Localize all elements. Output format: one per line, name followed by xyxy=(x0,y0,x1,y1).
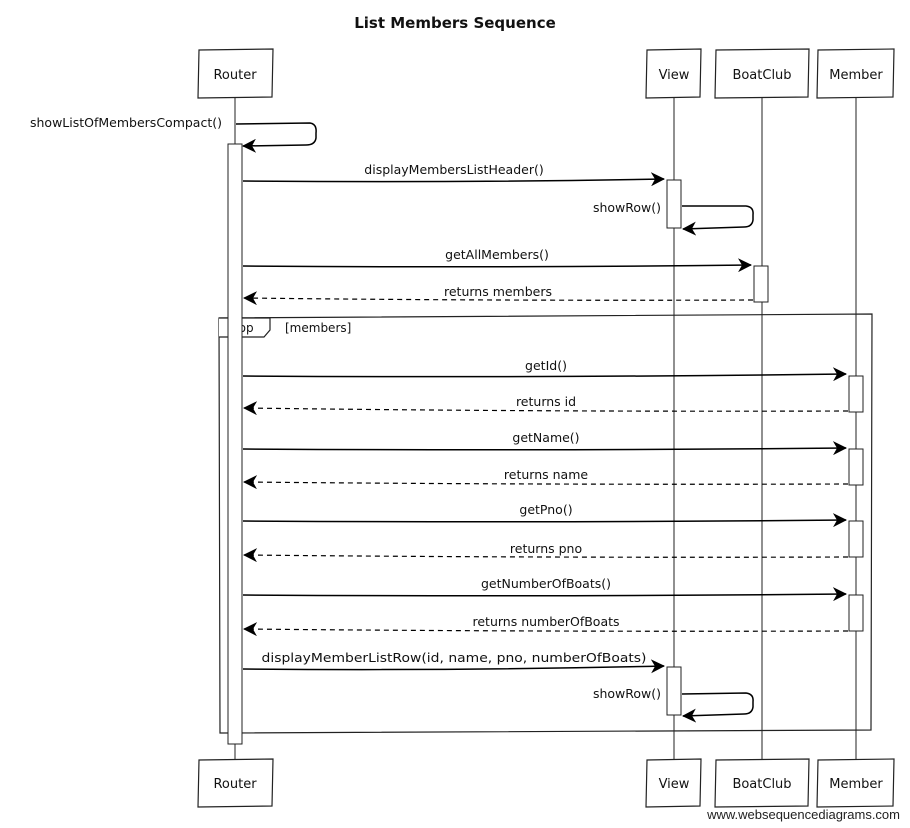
message-label: displayMemberListRow(id, name, pno, numb… xyxy=(262,650,647,665)
message-get-number-of-boats: getNumberOfBoats() xyxy=(242,576,847,602)
participant-view-bottom: View xyxy=(645,758,702,808)
watermark-link[interactable]: www.websequencediagrams.com xyxy=(706,807,900,822)
participant-label: BoatClub xyxy=(732,777,791,792)
participant-label: Member xyxy=(829,777,883,792)
activation-member-1 xyxy=(848,375,864,413)
message-label: returns id xyxy=(516,394,576,409)
activation-member-3 xyxy=(848,520,864,558)
message-display-members-list-header: displayMembersListHeader() xyxy=(242,162,665,187)
message-get-name: getName() xyxy=(242,430,847,456)
participant-label: BoatClub xyxy=(732,68,791,83)
message-label: showRow() xyxy=(593,686,661,701)
message-get-id: getId() xyxy=(242,358,847,382)
loop-guard: [members] xyxy=(285,321,351,335)
participant-view-top: View xyxy=(645,48,702,99)
message-label: showListOfMembersCompact() xyxy=(30,115,222,130)
participant-router-bottom: Router xyxy=(197,758,274,808)
message-show-row-2: showRow() xyxy=(593,686,754,723)
message-label: returns numberOfBoats xyxy=(472,614,619,629)
message-returns-members: returns members xyxy=(243,284,754,306)
message-label: showRow() xyxy=(593,200,661,215)
diagram-title: List Members Sequence xyxy=(354,14,556,32)
participant-label: View xyxy=(659,777,690,792)
activation-router xyxy=(227,143,243,745)
message-label: getPno() xyxy=(519,502,572,517)
message-returns-name: returns name xyxy=(243,467,849,490)
participant-router-top: Router xyxy=(197,48,274,99)
message-get-pno: getPno() xyxy=(242,502,847,528)
message-label: getAllMembers() xyxy=(445,247,549,262)
message-returns-pno: returns pno xyxy=(243,541,849,563)
message-label: returns members xyxy=(444,284,552,299)
message-show-list-of-members-compact: showListOfMembersCompact() xyxy=(30,115,317,153)
participant-member-top: Member xyxy=(816,48,895,99)
activation-member-2 xyxy=(848,448,864,486)
participant-label: Member xyxy=(829,68,883,83)
message-label: displayMembersListHeader() xyxy=(364,162,543,177)
participant-label: Router xyxy=(213,68,257,83)
participant-label: View xyxy=(659,68,690,83)
activation-member-4 xyxy=(848,594,864,632)
participant-boatclub-top: BoatClub xyxy=(714,48,810,99)
message-label: getName() xyxy=(512,430,579,445)
participant-boatclub-bottom: BoatClub xyxy=(714,758,810,808)
participant-member-bottom: Member xyxy=(816,758,895,808)
message-get-all-members: getAllMembers() xyxy=(242,247,752,273)
participant-label: Router xyxy=(213,777,257,792)
message-show-row-1: showRow() xyxy=(593,200,754,236)
message-label: returns pno xyxy=(510,541,582,556)
message-display-member-list-row: displayMemberListRow(id, name, pno, numb… xyxy=(242,650,665,674)
message-returns-number-of-boats: returns numberOfBoats xyxy=(243,614,849,637)
message-label: returns name xyxy=(504,467,588,482)
message-label: getNumberOfBoats() xyxy=(481,576,611,591)
message-label: getId() xyxy=(525,358,567,373)
activation-view-1 xyxy=(666,179,682,229)
message-returns-id: returns id xyxy=(243,394,849,416)
activation-boatclub xyxy=(753,265,769,303)
activation-view-2 xyxy=(666,666,682,716)
